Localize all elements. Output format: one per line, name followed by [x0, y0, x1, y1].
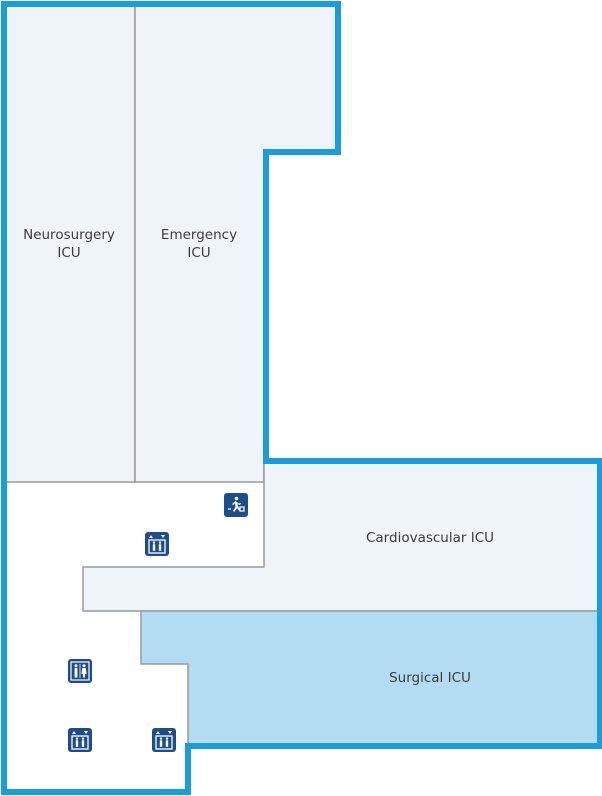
label-cardiovascular-icu: Cardiovascular ICU [366, 529, 494, 547]
label-emergency-icu: Emergency ICU [161, 226, 237, 262]
label-neurosurgery-line1: Neurosurgery [23, 227, 115, 243]
elevator-icon[interactable] [152, 728, 176, 752]
label-emergency-line2: ICU [187, 245, 211, 261]
room-neurosurgery-icu[interactable] [3, 3, 136, 483]
elevator-icon[interactable] [145, 532, 169, 556]
label-emergency-line1: Emergency [160, 227, 238, 243]
label-surgical-text: Surgical ICU [389, 670, 471, 686]
restroom-icon[interactable] [68, 659, 92, 683]
label-neurosurgery-icu: Neurosurgery ICU [23, 226, 115, 262]
emergency-exit-icon[interactable] [224, 493, 248, 517]
label-cardiovascular-text: Cardiovascular ICU [365, 530, 495, 546]
elevator-icon[interactable] [68, 728, 92, 752]
label-surgical-icu: Surgical ICU [389, 669, 471, 687]
room-surgical-icu[interactable] [140, 610, 601, 747]
label-neurosurgery-line2: ICU [57, 245, 81, 261]
